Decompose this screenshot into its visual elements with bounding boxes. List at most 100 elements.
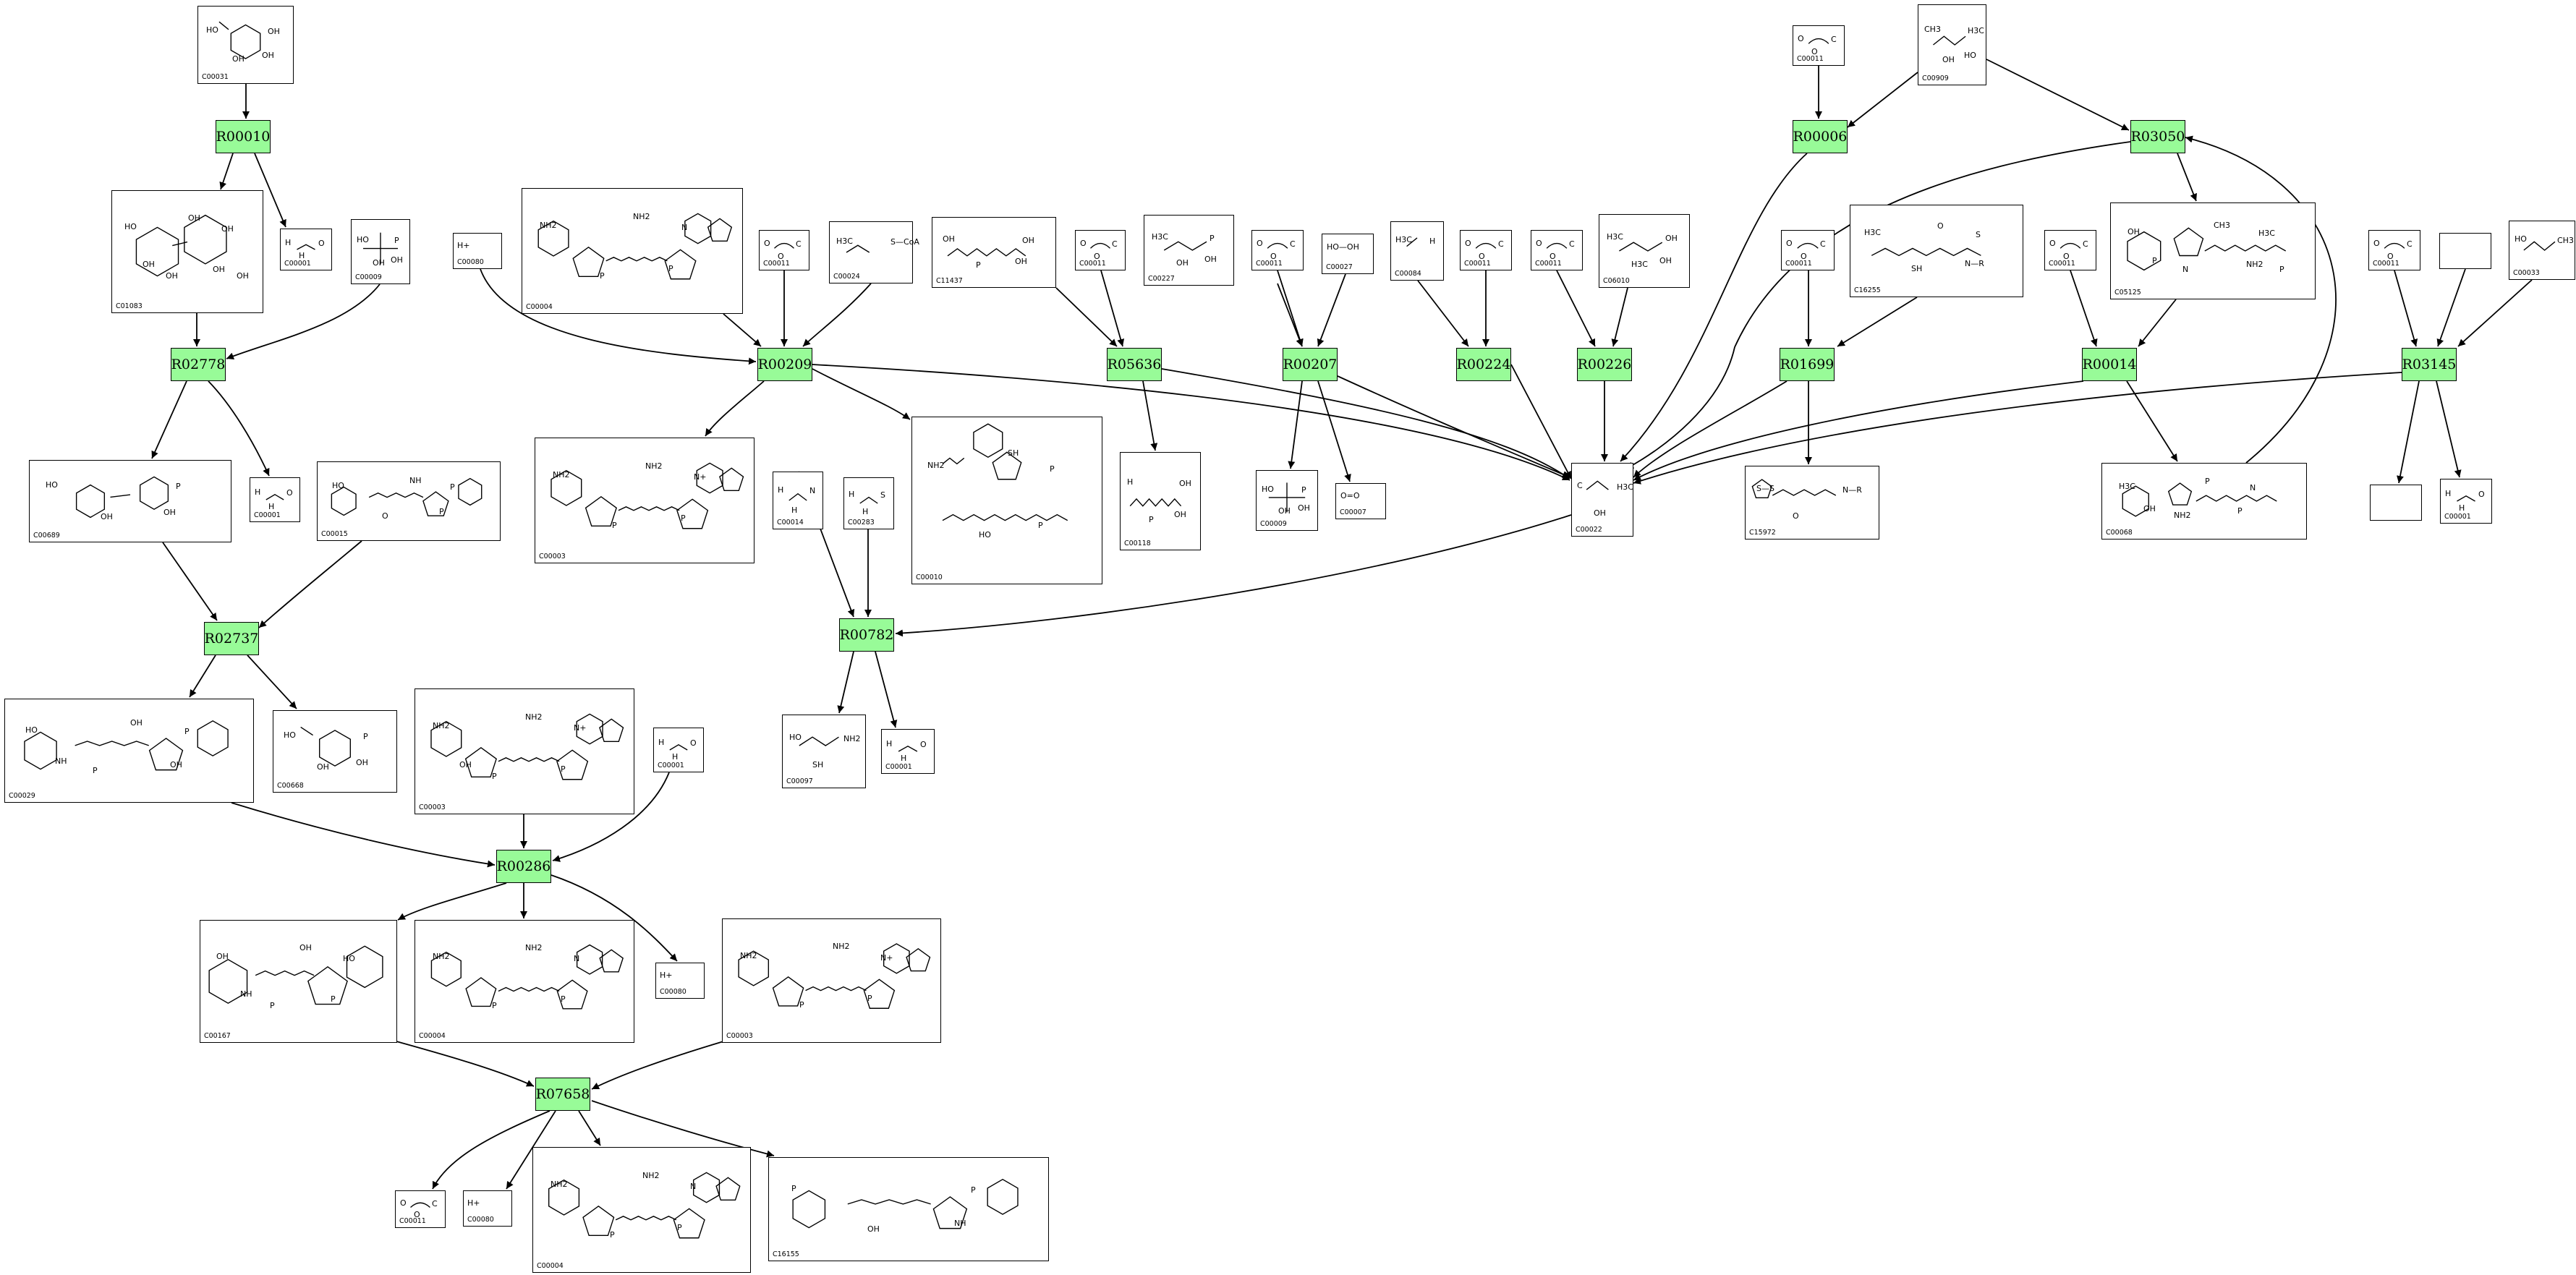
reaction-node[interactable]: R00224 (1456, 348, 1511, 381)
compound-id: C00097 (786, 777, 813, 785)
structure-drawing (788, 492, 807, 501)
atom-label: HO (124, 222, 137, 231)
atom-label: OH (317, 762, 329, 772)
reaction-edge (254, 153, 286, 228)
compound-node[interactable]: H+C00080 (463, 1190, 512, 1227)
atom-label: S—CoA (890, 237, 919, 247)
atom-label: N—R (1842, 485, 1862, 495)
reaction-node[interactable]: R00209 (757, 348, 812, 381)
reaction-node[interactable]: R02778 (171, 348, 226, 381)
structure-drawing (2384, 242, 2405, 249)
atom-label: OH (1015, 257, 1027, 266)
atom-label: P (612, 521, 617, 530)
reaction-node[interactable]: R00286 (496, 850, 551, 883)
atom-label: P (1050, 464, 1055, 474)
atom-label: H (1429, 236, 1436, 246)
atom-label: O (1786, 239, 1793, 248)
reaction-node[interactable]: R00226 (1577, 348, 1632, 381)
atom-label: HO (343, 954, 355, 963)
structure-drawing (2457, 495, 2475, 502)
reaction-node[interactable]: R00010 (216, 120, 271, 153)
compound-node[interactable] (2439, 233, 2491, 269)
compound-node[interactable]: H+C00080 (655, 963, 705, 999)
reaction-node[interactable]: R05636 (1107, 348, 1162, 381)
atom-label: H+ (457, 241, 470, 250)
structure-drawing (1406, 237, 1418, 247)
reaction-node[interactable]: R07658 (535, 1078, 590, 1111)
reaction-node[interactable]: R00006 (1793, 120, 1848, 153)
reaction-node[interactable]: R00014 (2082, 348, 2137, 381)
structure-drawing (1808, 38, 1829, 44)
atom-label: O (1937, 221, 1944, 231)
atom-label: N (690, 1182, 697, 1191)
atom-label: H (1127, 477, 1134, 487)
structure-drawing (430, 713, 624, 780)
reaction-node[interactable]: R03050 (2130, 120, 2185, 153)
reaction-edge (2177, 153, 2197, 202)
compound-id: C00022 (1576, 526, 1602, 534)
reaction-node[interactable]: R01699 (1780, 348, 1835, 381)
atom-label: OH (188, 213, 200, 223)
compound-node[interactable]: H+C00080 (453, 233, 502, 269)
atom-label: OH (1942, 55, 1955, 64)
structure-drawing (669, 744, 688, 751)
structure-drawing (2523, 241, 2556, 251)
reaction-node[interactable]: R02737 (204, 622, 259, 655)
reaction-node[interactable]: R00782 (839, 618, 894, 652)
reaction-node[interactable]: R00207 (1283, 348, 1338, 381)
compound-node[interactable] (2370, 485, 2422, 521)
atom-label: NH2 (525, 712, 543, 722)
reaction-node[interactable]: R03145 (2402, 348, 2457, 381)
